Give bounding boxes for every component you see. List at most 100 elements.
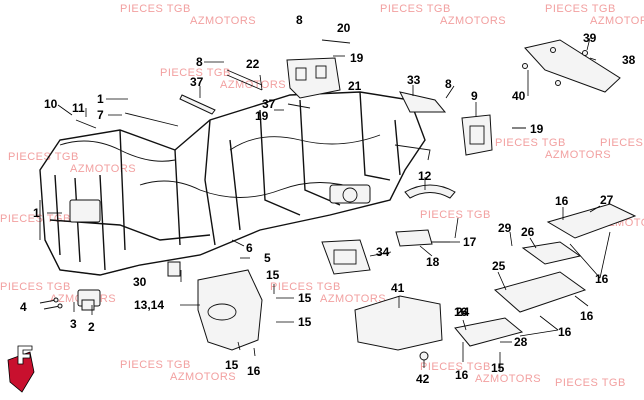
callout-38: 38 [622,53,636,67]
callout-6: 6 [246,241,253,255]
callout-7: 7 [97,108,104,122]
watermark-layer: PIECES TGB AZMOTORS PIECES TGB AZMOTORS … [0,3,644,389]
callout-16d: 16 [558,325,572,339]
callout-17: 17 [463,235,477,249]
part-7-rod [124,112,179,127]
part-37-strip-right [287,103,311,109]
callout-3: 3 [70,317,77,331]
callout-25: 25 [492,259,506,273]
watermark-brand-11: PIECES TGB [270,281,341,293]
part-13-14-guard [197,269,263,351]
callout-27: 27 [600,193,614,207]
callout-8c: 8 [296,13,303,27]
callout-30: 30 [133,275,147,289]
callout-15c: 15 [298,315,312,329]
callout-33: 33 [407,73,421,87]
callout-16c: 16 [454,305,468,319]
part-9-mud-flap [461,114,493,156]
watermark-brand-4: PIECES TGB [160,67,231,79]
callout-8d: 8 [445,77,452,91]
watermark-brand-5: PIECES TGB [8,151,79,163]
callout-9: 9 [471,89,478,103]
callout-13-14: 13,14 [134,298,164,312]
callout-42: 42 [416,372,430,386]
callout-12: 12 [418,169,432,183]
callout-24: 24 [456,305,470,319]
callout-8: 1 [97,92,104,106]
callout-11: 11 [72,101,85,115]
part-20-rod [321,39,351,44]
part-21-bracket-plate [286,57,341,99]
watermark-site-2: AZMOTORS [440,15,506,27]
part-27-plate [546,203,637,239]
callout-2: 2 [88,320,95,334]
callout-8b: 8 [196,55,203,69]
callout-16g: 16 [555,194,569,208]
chassis-frame [39,91,431,276]
watermark-brand-7: PIECES TGB [600,137,644,149]
callout-19c: 19 [530,122,544,136]
part-30-bracket [167,261,181,277]
watermark-brand-8: PIECES TGB [0,213,71,225]
callout-5: 5 [264,251,271,265]
callout-labels: 1 2 3 4 5 6 7 1 8 8 8 9 10 11 12 13,14 1… [20,13,636,386]
part-22-rail [226,69,263,91]
watermark-brand-12: PIECES TGB [120,359,191,371]
watermark-brand-9: PIECES TGB [420,209,491,221]
callout-15a: 15 [266,268,280,282]
callout-26: 26 [521,225,535,239]
part-25-skid-plate [493,271,587,313]
callout-15e: 15 [491,361,505,375]
watermark-brand-13: PIECES TGB [420,361,491,373]
watermark-brand-10: PIECES TGB [0,281,71,293]
watermark-site-5: AZMOTORS [70,163,136,175]
watermark-site-6: AZMOTORS [545,149,611,161]
watermark-site-12: AZMOTORS [170,371,236,383]
watermark-brand-3: PIECES TGB [545,3,616,15]
callout-19a: 19 [350,51,364,65]
callout-15b: 15 [298,291,312,305]
callout-41: 41 [391,281,405,295]
watermark-brand-14: PIECES TGB [555,377,626,389]
callout-34: 34 [376,245,390,259]
callout-39: 39 [583,31,597,45]
part-37-strip-left [179,94,216,115]
watermark-site-11: AZMOTORS [320,293,386,305]
leader-lines [47,37,611,370]
watermark-site-13: AZMOTORS [475,373,541,385]
callout-40: 40 [512,89,526,103]
callout-15d: 15 [225,358,239,372]
part-41-cover [354,295,443,351]
watermark-brand-6: PIECES TGB [495,137,566,149]
part-4-bolts [39,297,63,310]
part-2-3-bracket [77,289,101,311]
callout-10: 10 [44,97,58,111]
callout-4: 4 [20,300,27,314]
callout-1: 1 [33,206,40,220]
callout-22: 22 [246,57,260,71]
part-42-washer [419,351,429,361]
part-38-panel [524,39,621,93]
watermark-site-1: AZMOTORS [190,15,256,27]
callout-37b: 37 [262,97,276,111]
watermark-site-4: AZMOTORS [220,79,286,91]
callout-16e: 16 [580,309,594,323]
watermark-site-3: AZMOTORS [590,15,644,27]
callout-21: 21 [348,79,362,93]
callout-28: 28 [514,335,528,349]
callout-20: 20 [337,21,351,35]
callout-18: 18 [426,255,440,269]
callout-29: 29 [498,221,512,235]
part-39-40-fasteners [522,47,588,86]
part-26-plate [521,241,582,265]
part-11-bolt [75,119,97,129]
callout-16f: 16 [595,272,609,286]
part-18-bracket [395,229,433,247]
callout-16b: 16 [455,368,469,382]
part-24-skid-plate [454,317,524,347]
part-12-guard [404,184,456,199]
watermark-brand-1: PIECES TGB [120,3,191,15]
callout-37a: 37 [190,75,204,89]
part-34-plate [321,239,371,275]
